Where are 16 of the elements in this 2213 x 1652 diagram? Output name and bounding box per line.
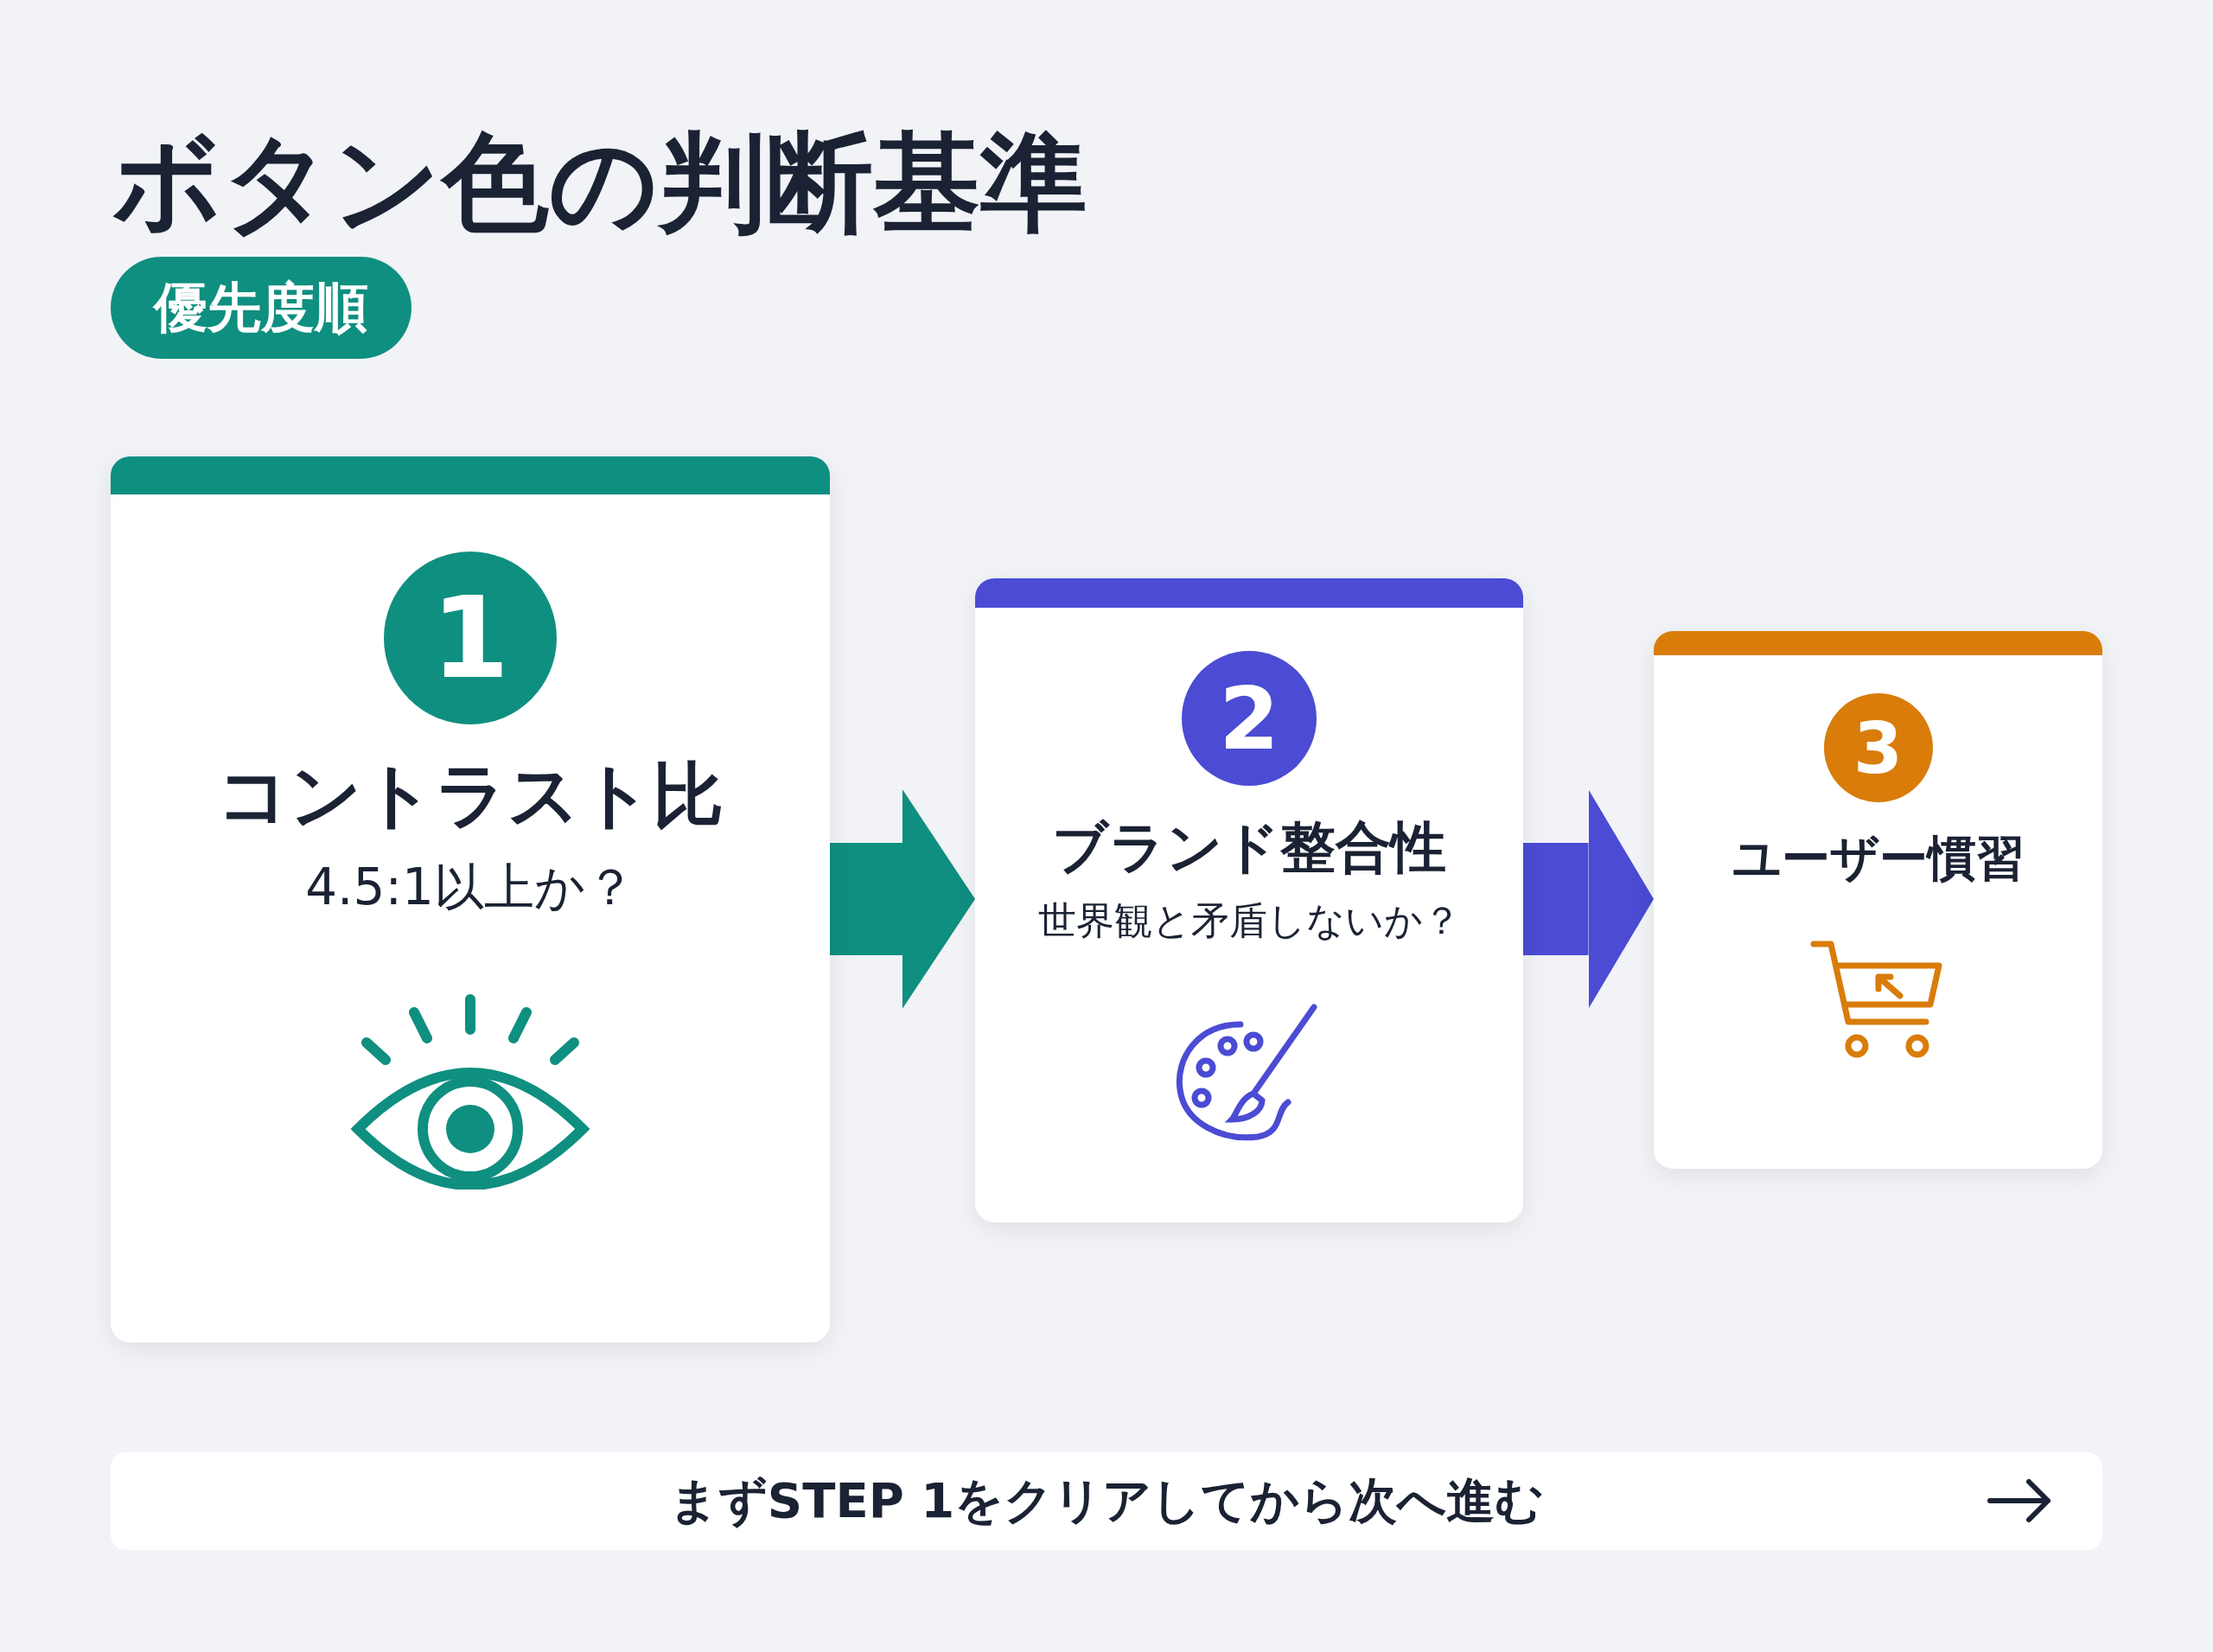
step-question: 世界観と矛盾しないか？: [1037, 897, 1461, 944]
step-number: 1: [384, 552, 557, 724]
step-heading: ブランド整合性: [1052, 814, 1446, 881]
title: ボタン色の判断基準: [112, 119, 1087, 246]
step-question: 4.5:1以上か？: [305, 857, 635, 918]
step-card: [1654, 631, 2102, 1169]
step-heading: ユーザー慣習: [1731, 829, 2025, 888]
step-number: 3: [1823, 693, 1933, 802]
step-arrow: [1523, 789, 1654, 1009]
step-card: [111, 456, 830, 1343]
step-number: 2: [1182, 651, 1317, 786]
step-card: [975, 578, 1523, 1222]
priority-badge: 優先度順: [111, 257, 411, 359]
step-arrow: [830, 789, 975, 1009]
step-heading: コントラスト比: [217, 753, 724, 838]
footer-note: まずSTEP 1をクリアしてから次へ進む: [668, 1470, 1545, 1530]
